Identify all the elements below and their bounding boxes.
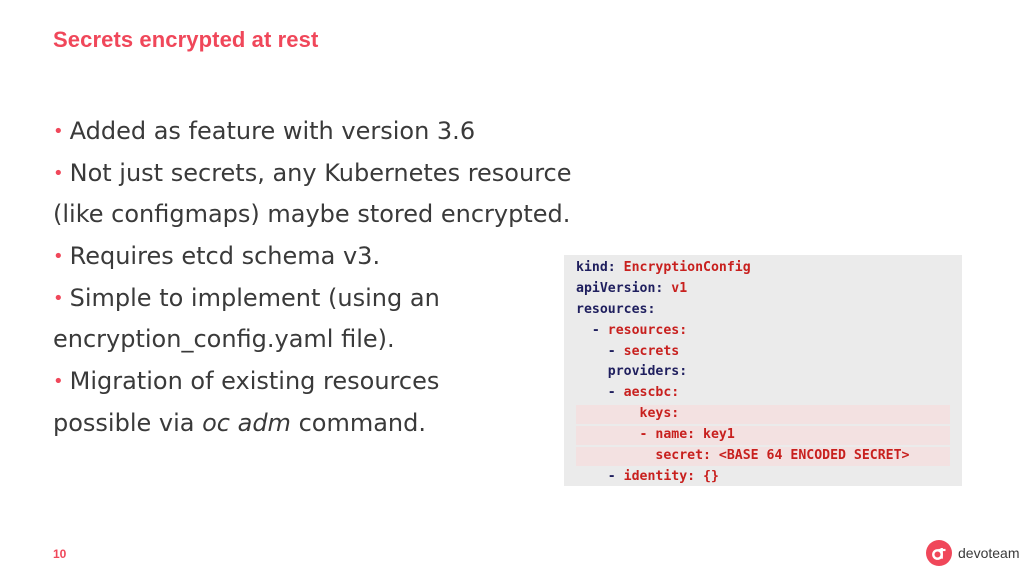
code-line-highlighted: keys:: [564, 404, 962, 425]
code-indent: [576, 469, 608, 484]
code-line: - resources:: [564, 321, 962, 342]
code-line: - aescbc:: [564, 383, 962, 404]
code-line: providers:: [564, 362, 962, 383]
bullet-text: Added as feature with version 3.6: [69, 117, 476, 145]
bullet-text: Simple to implement (using an: [69, 283, 440, 312]
code-highlight-bar: [576, 447, 950, 466]
bullet-dot: •: [53, 121, 64, 142]
code-line-highlighted: secret: <BASE 64 ENCODED SECRET>: [564, 446, 962, 467]
code-key: -: [591, 322, 608, 338]
code-indent: [576, 364, 608, 379]
brand-name: devoteam: [958, 545, 1020, 561]
code-indent: [576, 385, 608, 400]
bullet-line: •Migration of existing resources: [53, 361, 693, 403]
code-key: -: [607, 385, 624, 401]
code-highlight-bar: [576, 405, 950, 425]
code-value: secrets: [623, 343, 680, 359]
code-value: aescbc:: [623, 385, 680, 401]
bullet-text: (like configmaps) maybe stored encrypted…: [53, 200, 571, 229]
code-key: kind:: [576, 260, 616, 275]
code-key: -: [607, 343, 624, 359]
code-indent: [576, 427, 640, 442]
bullet-text: possible via: [53, 408, 203, 437]
code-key: providers:: [607, 364, 688, 380]
code-line: kind: EncryptionConfig: [564, 258, 962, 279]
code-key: -: [607, 468, 624, 484]
code-value: identity: {}: [623, 468, 719, 484]
bullet-continuation-line: encryption_config.yaml file).: [53, 319, 693, 361]
devoteam-logo-icon: [926, 540, 952, 566]
code-value: EncryptionConfig: [615, 260, 751, 275]
code-indent: [576, 344, 608, 359]
code-line: resources:: [564, 300, 962, 321]
code-value: v1: [663, 280, 688, 296]
code-line: - secrets: [564, 342, 962, 363]
bullet-text: encryption_config.yaml file).: [53, 325, 395, 354]
bullet-line: •Added as feature with version 3.6: [53, 111, 693, 153]
code-value: keys:: [639, 406, 680, 422]
bullet-line: •Simple to implement (using an: [53, 278, 693, 320]
bullet-dot: •: [53, 371, 64, 393]
code-indent: [576, 448, 655, 463]
code-line-highlighted: - name: key1: [564, 425, 962, 446]
bullet-dot: •: [53, 246, 64, 268]
bullet-text: Migration of existing resources: [69, 367, 440, 396]
bullet-line: •Not just secrets, any Kubernetes resour…: [53, 153, 693, 195]
code-highlight-bar: [576, 426, 950, 446]
brand-footer: devoteam: [926, 539, 1019, 567]
command-emphasis: oc adm: [202, 408, 291, 437]
bullet-line: •Requires etcd schema v3.: [53, 236, 693, 278]
bullet-list: •Added as feature with version 3.6 •Not …: [53, 111, 693, 445]
bullet-text: command.: [290, 408, 426, 437]
code-value: secret: <BASE 64 ENCODED SECRET>: [655, 448, 910, 464]
yaml-code-snippet: kind: EncryptionConfig apiVersion: v1 re…: [564, 255, 962, 486]
code-value: resources:: [607, 322, 688, 338]
slide-title: Secrets encrypted at rest: [53, 27, 319, 52]
code-key: resources:: [576, 301, 656, 317]
code-indent: [576, 323, 592, 338]
bullet-dot: •: [53, 287, 64, 309]
code-key: apiVersion:: [576, 280, 664, 296]
code-indent: [576, 406, 640, 421]
code-value: - name: key1: [639, 427, 735, 443]
bullet-continuation-line: (like configmaps) maybe stored encrypted…: [53, 194, 693, 236]
code-line: apiVersion: v1: [564, 279, 962, 300]
bullet-continuation-line: possible via oc adm command.: [53, 403, 693, 445]
bullet-text: Requires etcd schema v3.: [69, 242, 381, 271]
bullet-text: Not just secrets, any Kubernetes resourc…: [69, 158, 572, 187]
bullet-dot: •: [53, 162, 64, 184]
page-number: 10: [53, 547, 67, 561]
code-line: - identity: {}: [564, 467, 962, 488]
